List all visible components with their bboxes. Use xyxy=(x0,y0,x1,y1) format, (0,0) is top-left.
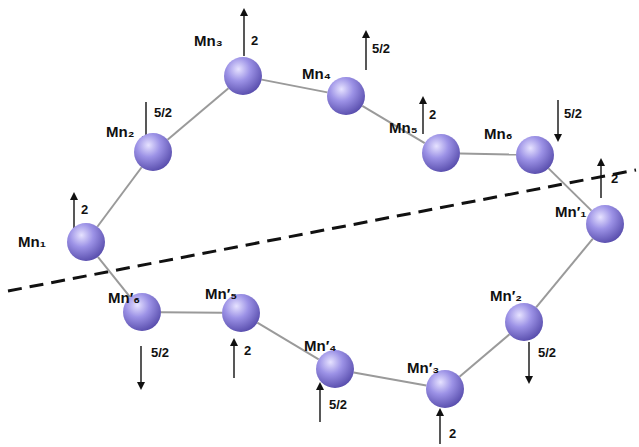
atom-label: Mn′₁ xyxy=(555,204,586,219)
spin-arrow xyxy=(73,196,74,232)
spin-value: 5/2 xyxy=(329,398,347,411)
mn-atom: Mn₁2 xyxy=(66,222,106,262)
atom-label: Mn′₅ xyxy=(205,286,237,301)
bond-line xyxy=(362,106,424,143)
mn-atom: Mn₆5/2 xyxy=(515,135,555,175)
mn-sphere xyxy=(315,349,355,389)
spin-value: 5/2 xyxy=(151,346,169,359)
atom-label: Mn′₄ xyxy=(304,338,336,353)
spin-value: 5/2 xyxy=(372,42,390,55)
mn-atom: Mn₄5/2 xyxy=(326,76,366,116)
atom-label: Mn₂ xyxy=(106,124,134,139)
bond-line xyxy=(97,167,141,227)
atom-label: Mn₁ xyxy=(18,234,46,249)
mn-sphere xyxy=(421,133,461,173)
bond-line xyxy=(262,80,328,93)
atom-label: Mn₅ xyxy=(389,120,418,135)
mn-atom: Mn₃2 xyxy=(223,56,263,96)
atom-label: Mn′₆ xyxy=(108,290,140,305)
bond-line xyxy=(536,239,593,308)
spin-arrow xyxy=(557,100,558,138)
mn-atom: Mn′₅2 xyxy=(221,293,261,333)
mn-atom: Mn′₂5/2 xyxy=(504,302,544,342)
spin-value: 2 xyxy=(251,34,258,47)
mn-atom: Mn′₁2 xyxy=(585,204,625,244)
dashed-divider xyxy=(8,170,636,291)
mn-sphere xyxy=(504,302,544,342)
atom-label: Mn₄ xyxy=(302,66,331,81)
spin-value: 5/2 xyxy=(538,346,556,359)
mn-sphere xyxy=(133,132,173,172)
mn-atom: Mn₂5/2 xyxy=(133,132,173,172)
mn-sphere xyxy=(425,369,465,409)
spin-arrow xyxy=(600,162,601,198)
spin-arrow xyxy=(439,412,440,444)
mn-sphere xyxy=(223,56,263,96)
spin-arrow xyxy=(233,342,234,378)
mn-atom: Mn′₆5/2 xyxy=(122,292,162,332)
mn-atom: Mn′₄5/2 xyxy=(315,349,355,389)
spin-value: 2 xyxy=(449,427,456,440)
spin-value: 5/2 xyxy=(564,107,582,120)
mn-sphere xyxy=(585,204,625,244)
bond-line xyxy=(168,88,229,139)
spin-arrow xyxy=(140,346,141,386)
spin-arrow xyxy=(528,342,529,380)
spin-value: 2 xyxy=(611,172,618,185)
bond-line xyxy=(460,153,516,154)
mn-sphere xyxy=(326,76,366,116)
spin-arrows xyxy=(74,12,601,444)
mn-sphere xyxy=(66,222,106,262)
mn-atom: Mn₅2 xyxy=(421,133,461,173)
spin-arrow xyxy=(422,100,423,134)
atom-label: Mn′₂ xyxy=(490,288,522,303)
spin-value: 2 xyxy=(429,108,436,121)
spin-value: 5/2 xyxy=(154,106,172,119)
bond-line xyxy=(161,311,222,314)
spin-arrow xyxy=(365,34,366,70)
mn-atom: Mn′₃2 xyxy=(425,369,465,409)
mn-sphere xyxy=(515,135,555,175)
atom-label: Mn₆ xyxy=(484,126,512,141)
spin-arrow xyxy=(243,12,244,56)
spin-value: 2 xyxy=(81,203,88,216)
atom-label: Mn′₃ xyxy=(407,360,439,375)
spin-arrow xyxy=(319,386,320,422)
bond-line xyxy=(459,334,509,376)
atom-label: Mn₃ xyxy=(194,33,223,48)
spin-value: 2 xyxy=(244,344,251,357)
